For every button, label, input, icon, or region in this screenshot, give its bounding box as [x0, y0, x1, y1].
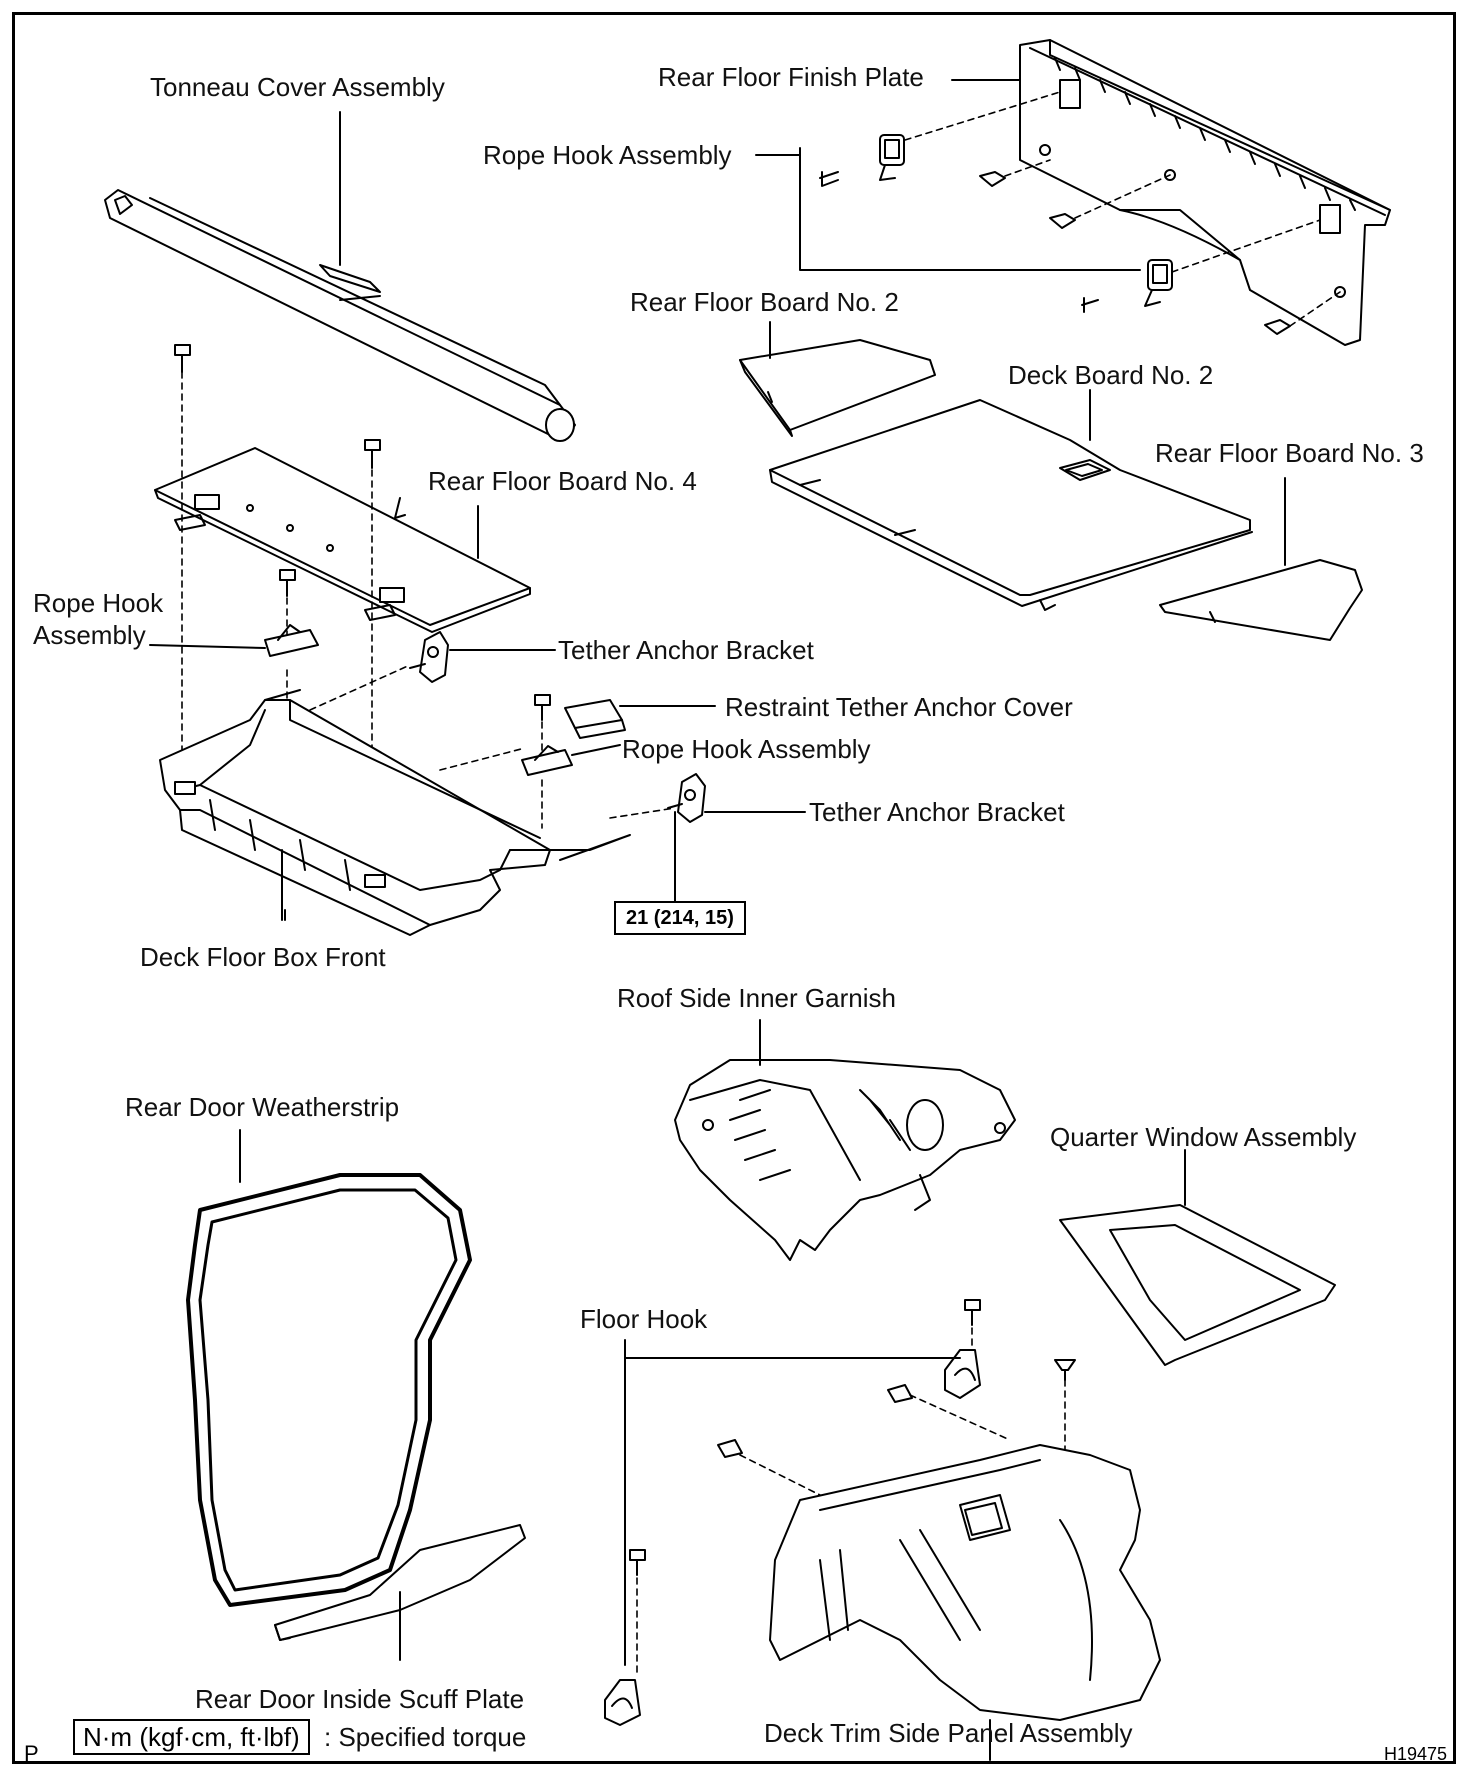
trim-panel-screws — [718, 1360, 1075, 1457]
rear-floor-board-4-part — [155, 448, 530, 632]
label-tether-anchor-bracket-1: Tether Anchor Bracket — [558, 635, 814, 665]
torque-spec-box: 21 (214, 15) — [614, 901, 746, 935]
label-restraint-tether-anchor-cover: Restraint Tether Anchor Cover — [725, 692, 1073, 722]
tether-anchor-bracket-2-part — [668, 774, 805, 905]
deck-board-2-part — [770, 400, 1252, 610]
leader-lines — [285, 80, 1285, 920]
label-tonneau-cover-assembly: Tonneau Cover Assembly — [150, 72, 445, 102]
legend-unit-box: N·m (kgf·cm, ft·lbf) — [73, 1719, 310, 1755]
floor-hook-parts — [605, 1300, 980, 1725]
rear-floor-finish-plate-part — [1020, 40, 1390, 345]
deck-floor-box-front-part — [160, 690, 630, 935]
rope-hook-top-parts — [800, 135, 1290, 334]
label-rope-hook-left-line1: Rope Hook — [33, 588, 164, 618]
label-tether-anchor-bracket-2: Tether Anchor Bracket — [809, 797, 1065, 827]
figure-id: H19475 — [1384, 1744, 1448, 1764]
rear-floor-board-3-part — [1160, 560, 1362, 640]
rope-hook-left-part — [150, 625, 318, 656]
rear-floor-board-2-part — [740, 340, 935, 436]
label-deck-board-no2: Deck Board No. 2 — [1008, 360, 1214, 390]
label-rope-hook-assembly-mid: Rope Hook Assembly — [622, 734, 871, 764]
tether-anchor-bracket-1-part — [410, 632, 555, 682]
label-quarter-window-assembly: Quarter Window Assembly — [1050, 1122, 1357, 1152]
roof-side-inner-garnish-part — [675, 1020, 1015, 1260]
label-deck-floor-box-front: Deck Floor Box Front — [140, 942, 386, 972]
rope-hook-mid-part — [522, 745, 620, 775]
label-rear-door-weatherstrip: Rear Door Weatherstrip — [125, 1092, 400, 1122]
label-rope-hook-assembly-top: Rope Hook Assembly — [483, 140, 732, 170]
corner-mark: P — [24, 1741, 39, 1766]
label-rope-hook-left-line2: Assembly — [33, 620, 146, 650]
label-rear-floor-board-no4: Rear Floor Board No. 4 — [428, 466, 697, 496]
quarter-window-part — [1060, 1150, 1335, 1365]
label-rear-floor-finish-plate: Rear Floor Finish Plate — [658, 62, 924, 92]
label-deck-trim-side-panel-assembly: Deck Trim Side Panel Assembly — [764, 1718, 1133, 1748]
bolts-left — [175, 345, 550, 720]
label-rear-floor-board-no2: Rear Floor Board No. 2 — [630, 287, 899, 317]
rear-door-weatherstrip-part — [188, 1130, 470, 1605]
deck-trim-side-panel-part — [770, 1445, 1160, 1760]
tonneau-cover-part — [105, 190, 575, 441]
restraint-tether-anchor-cover-part — [565, 700, 715, 738]
label-rear-door-inside-scuff-plate: Rear Door Inside Scuff Plate — [195, 1684, 525, 1714]
legend-text: : Specified torque — [324, 1722, 527, 1752]
label-floor-hook: Floor Hook — [580, 1304, 708, 1334]
label-rear-floor-board-no3: Rear Floor Board No. 3 — [1155, 438, 1424, 468]
rear-door-scuff-plate-part — [275, 1525, 525, 1660]
diagram-frame — [12, 12, 1456, 1764]
label-roof-side-inner-garnish: Roof Side Inner Garnish — [617, 983, 896, 1013]
